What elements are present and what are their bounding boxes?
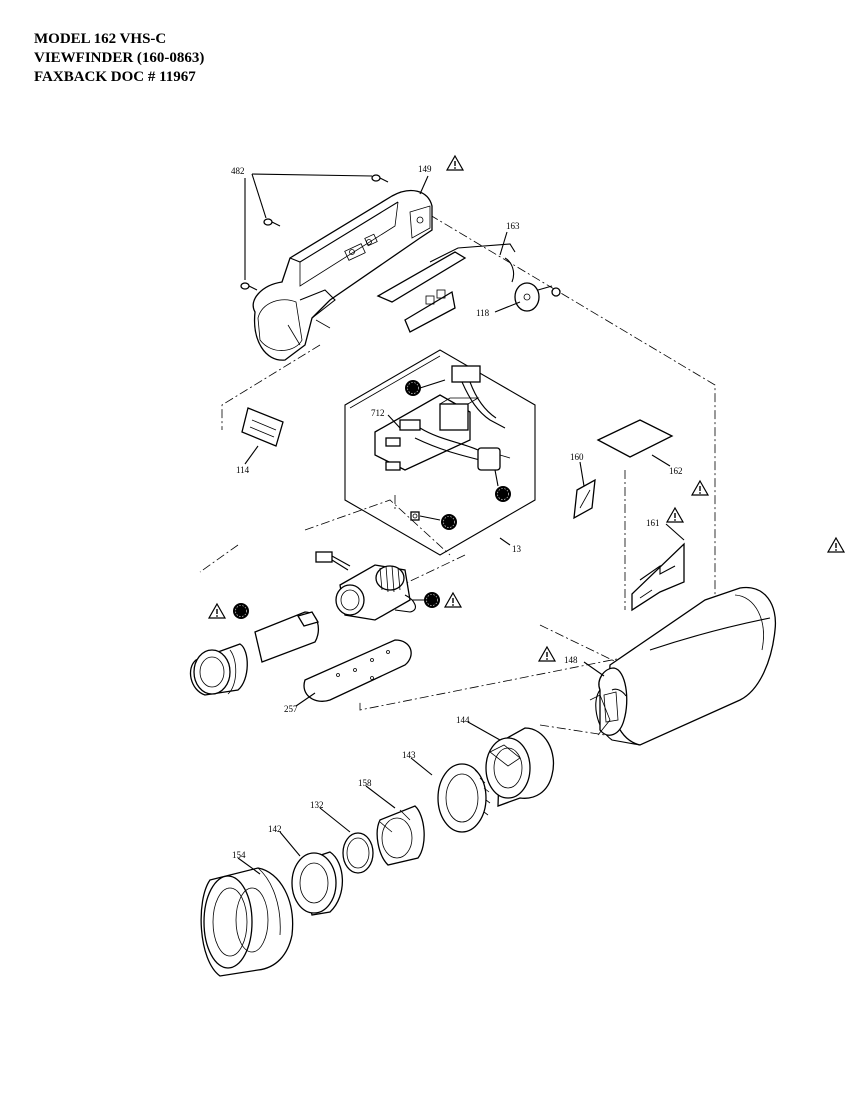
callout-149: 149 (418, 164, 432, 174)
filled-dot-icon (404, 379, 422, 397)
warning-triangle-icon (208, 603, 226, 619)
callout-13: 13 (512, 544, 522, 554)
faxback-doc-number: FAXBACK DOC # 11967 (34, 69, 196, 85)
warning-triangle-icon (444, 592, 462, 608)
filled-dot-icon (232, 602, 250, 620)
ring-158 (376, 805, 425, 866)
callout-161: 161 (646, 518, 660, 528)
dash-dot-guide-lines (199, 214, 716, 736)
crt-connector (315, 551, 351, 571)
callout-144: 144 (456, 715, 470, 725)
callout-labels: 482 149 163 118 114 712 160 162 161 13 1… (231, 164, 683, 860)
viewfinder-tube-148 (589, 586, 777, 746)
screw-482-b (263, 218, 281, 227)
board-257 (303, 639, 412, 702)
leader-lines (237, 173, 685, 875)
callout-712: 712 (371, 408, 385, 418)
callout-154: 154 (232, 850, 246, 860)
ring-132 (342, 832, 374, 874)
crt-tube (189, 611, 319, 696)
circuit-board-outline (344, 349, 536, 556)
filled-dot-icon (423, 591, 441, 609)
ring-143 (437, 763, 491, 833)
filled-dot-icon (494, 485, 512, 503)
bracket-163 (376, 243, 516, 333)
callout-163: 163 (506, 221, 520, 231)
plate-162 (596, 419, 674, 458)
model-title: MODEL 162 VHS-C (34, 31, 167, 47)
ring-142 (291, 851, 343, 916)
bracket-161 (631, 542, 685, 612)
ring-144 (485, 727, 554, 807)
callout-132: 132 (310, 800, 324, 810)
circuit-board-712 (374, 365, 511, 521)
callout-148: 148 (564, 655, 578, 665)
assembly-title: VIEWFINDER (160-0863) (34, 50, 205, 66)
callout-257: 257 (284, 704, 298, 714)
callout-160: 160 (570, 452, 584, 462)
eyecup-154 (200, 867, 294, 977)
crt-yoke-assembly (335, 564, 416, 621)
callout-482: 482 (231, 166, 245, 176)
screw-482-a (371, 174, 389, 183)
lens-160 (573, 478, 596, 520)
screw-482-c (240, 282, 258, 291)
lever-118 (514, 282, 561, 312)
callout-143: 143 (402, 750, 416, 760)
filled-dot-icon (440, 513, 458, 531)
callout-118: 118 (476, 308, 490, 318)
callout-114: 114 (236, 465, 250, 475)
warning-triangle-icon (691, 480, 709, 496)
viewfinder-top-cover-149 (252, 189, 433, 361)
warning-triangle-icon (446, 155, 464, 171)
document-header: MODEL 162 VHS-C VIEWFINDER (160-0863) FA… (34, 30, 204, 87)
warning-triangle-icon (538, 646, 556, 662)
warning-triangle-icon (666, 507, 684, 523)
warning-triangle-icon (827, 537, 845, 553)
callout-158: 158 (358, 778, 372, 788)
callout-162: 162 (669, 466, 683, 476)
plate-114 (241, 407, 284, 447)
callout-142: 142 (268, 824, 282, 834)
